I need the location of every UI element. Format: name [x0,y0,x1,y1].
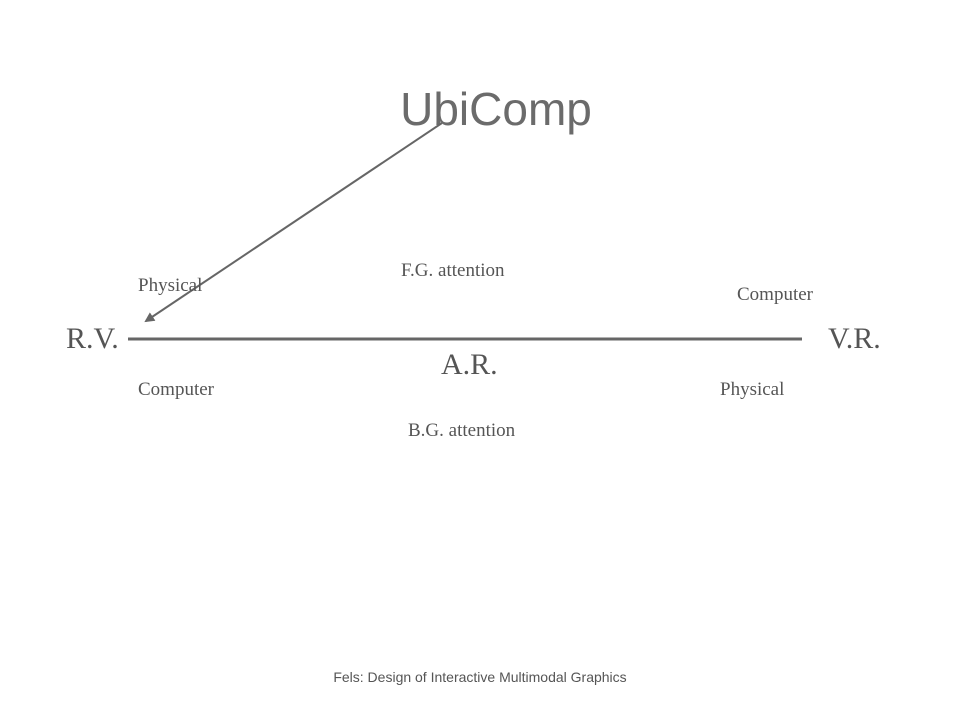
axis-right-end-label: V.R. [828,322,881,355]
axis-left-end-label: R.V. [66,322,119,355]
right-top-label: Computer [737,284,813,305]
background-attention-label: B.G. attention [408,420,516,441]
left-bottom-label: Computer [138,379,214,400]
ubicomp-pointer-arrow [144,122,443,323]
axis-center-label: A.R. [441,348,498,381]
slide-title: UbiComp [400,83,592,135]
right-bottom-label: Physical [720,379,785,400]
foreground-attention-label: F.G. attention [401,260,505,281]
slide-footer: Fels: Design of Interactive Multimodal G… [333,669,627,685]
left-top-label: Physical [138,275,203,296]
